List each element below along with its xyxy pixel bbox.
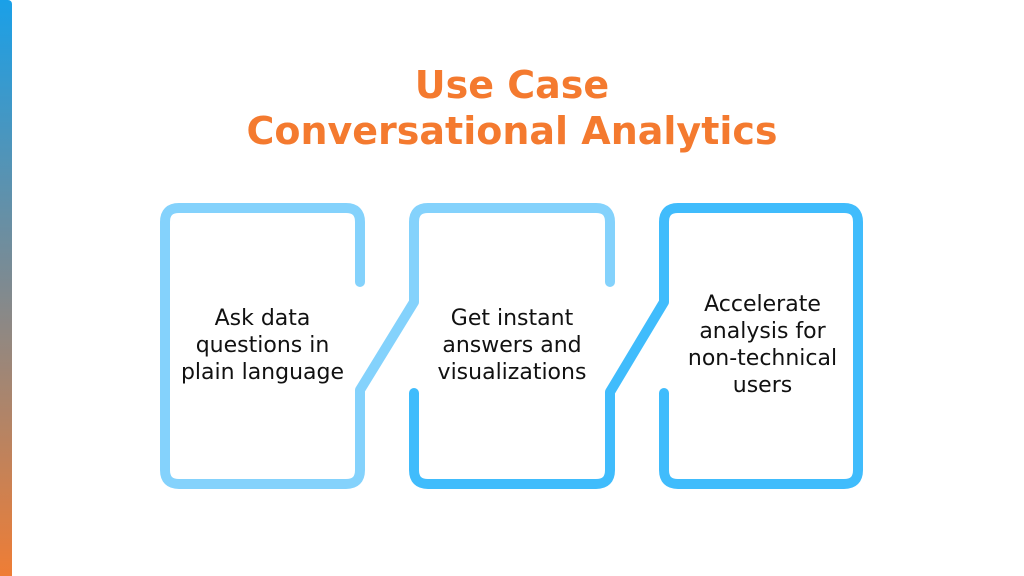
outline-light xyxy=(160,203,615,489)
title-line-1: Use Case xyxy=(414,63,610,107)
title-line-2: Conversational Analytics xyxy=(246,109,778,153)
card-1-text: Ask data questions in plain language xyxy=(180,305,345,385)
outline-blue xyxy=(409,203,863,489)
card-3-text: Accelerate analysis for non-technical us… xyxy=(687,292,838,398)
gradient-accent-bar xyxy=(0,0,12,576)
card-2-text: Get instant answers and visualizations xyxy=(437,305,587,385)
